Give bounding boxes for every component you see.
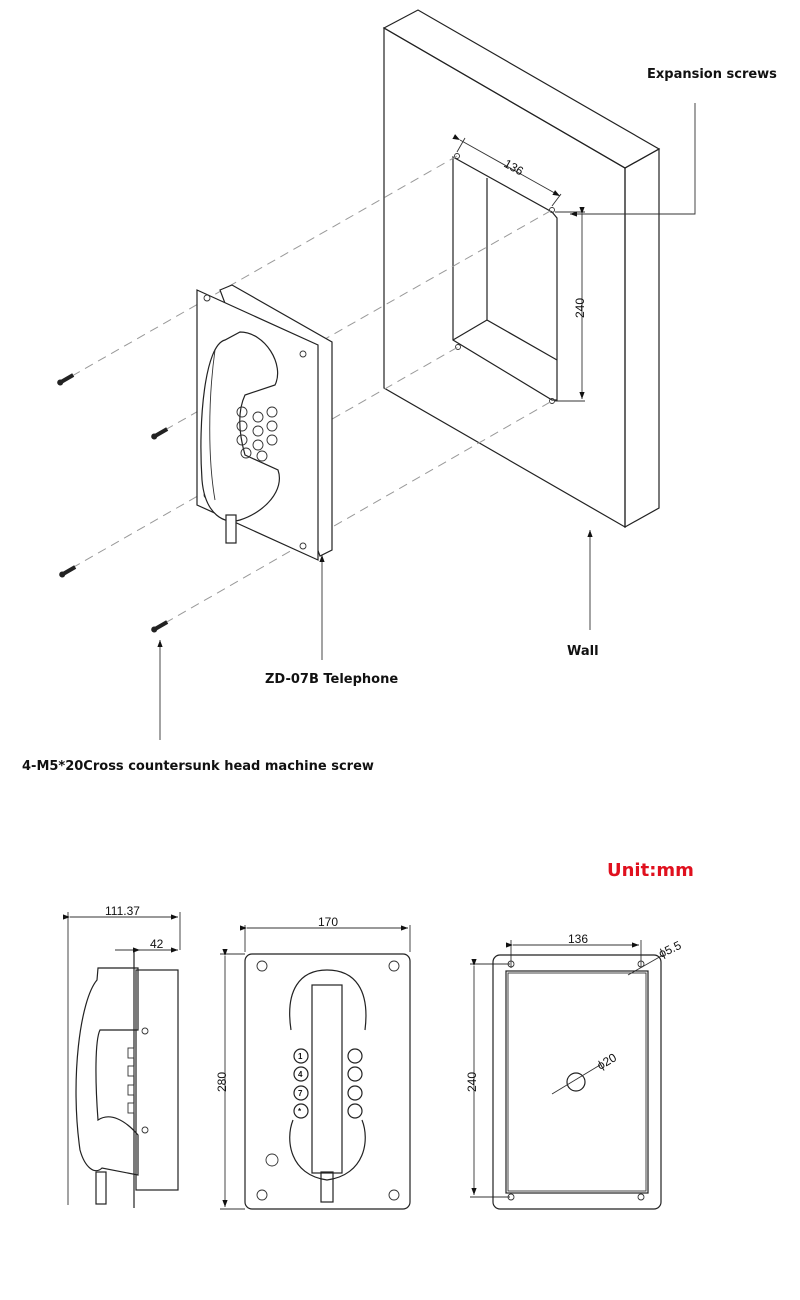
back-cable-hole-dim: ϕ20 [595, 1050, 620, 1072]
front-width-dim: 170 [318, 915, 338, 929]
iso-height-dim: 240 [573, 298, 587, 318]
wall-block: 136 240 [382, 9, 661, 529]
back-height-dim: 240 [465, 1072, 479, 1092]
unit-label: Unit:mm [607, 860, 694, 881]
front-height-dim: 280 [215, 1072, 229, 1092]
expansion-screw-holes [454, 153, 555, 404]
expansion-screws-label: Expansion screws [647, 67, 777, 82]
side-depth-total-dim: 111.37 [105, 904, 140, 918]
key-1: 1 [298, 1052, 303, 1061]
side-depth-box-dim: 42 [150, 937, 164, 951]
telephone-isometric [196, 284, 333, 561]
key-7: 7 [298, 1089, 303, 1098]
front-keypad: 1 4 7 * [293, 1048, 363, 1119]
iso-keypad [236, 406, 278, 462]
front-view: 170 280 1 4 7 * [215, 915, 411, 1210]
side-view: 111.37 42 [62, 904, 181, 1208]
back-hole-spacing-dim: 136 [568, 932, 588, 946]
screws [57, 373, 169, 633]
back-hole-dia-dim: ϕ5.5 [656, 938, 683, 961]
key-4: 4 [298, 1070, 303, 1079]
telephone-label: ZD-07B Telephone [265, 672, 398, 687]
screw-label: 4-M5*20Cross countersunk head machine sc… [22, 759, 374, 774]
key-star: * [298, 1107, 302, 1116]
wall-label: Wall [567, 644, 599, 659]
back-view: 136 ϕ5.5 240 ϕ20 [465, 932, 684, 1210]
